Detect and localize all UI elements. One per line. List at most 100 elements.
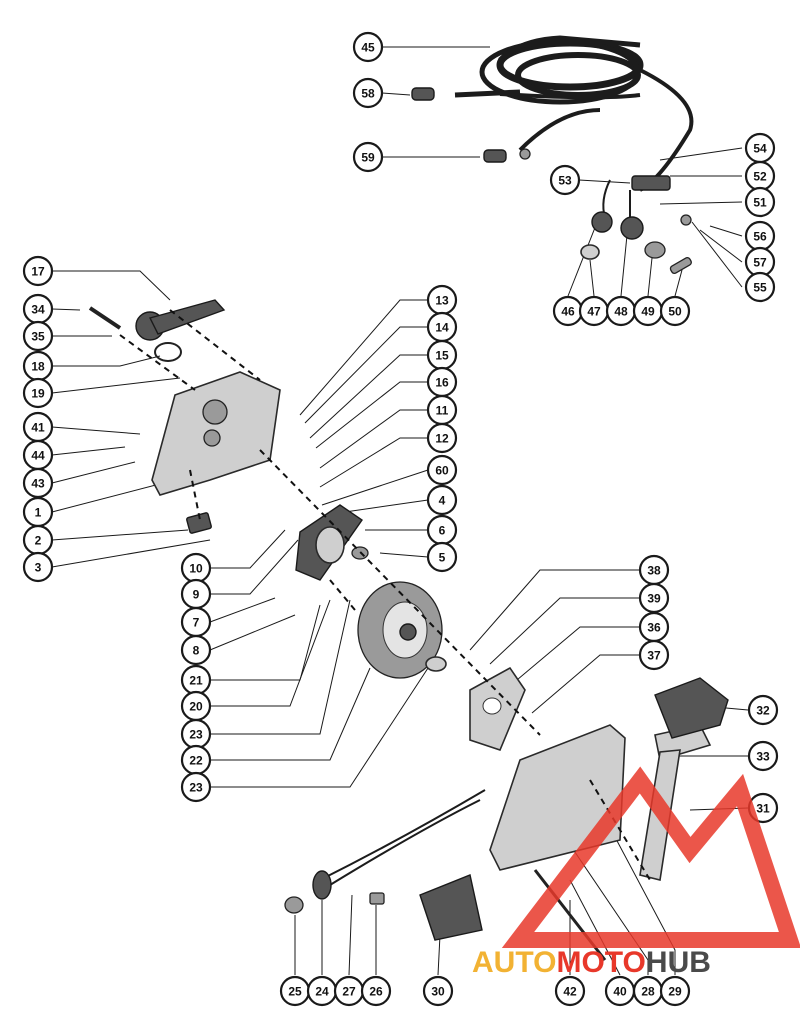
callout-47: 47	[578, 295, 610, 327]
grip-32	[654, 677, 729, 739]
callout-number: 49	[641, 305, 655, 319]
nut-49	[644, 241, 666, 259]
callout-number: 27	[342, 985, 356, 999]
callout-number: 4	[439, 494, 446, 508]
harness-cable	[454, 35, 694, 225]
alignment-dashes	[119, 309, 651, 881]
callout-number: 47	[587, 305, 601, 319]
watermark-logo: AUTOMOTOHUB	[472, 766, 800, 979]
callout-number: 42	[563, 985, 577, 999]
callout-number: 55	[753, 281, 767, 295]
callout-29: 29	[659, 975, 691, 1007]
callout-number: 1	[35, 506, 42, 520]
callout-18: 18	[22, 350, 54, 382]
callout-6: 6	[426, 514, 458, 546]
housing-1	[151, 371, 281, 496]
callout-56: 56	[744, 220, 776, 252]
callout-number: 50	[668, 305, 682, 319]
callout-circle	[352, 141, 384, 173]
callout-circle	[180, 634, 212, 666]
callout-number: 48	[614, 305, 628, 319]
callout-10: 10	[180, 552, 212, 584]
callout-number: 59	[361, 151, 375, 165]
callout-34: 34	[22, 293, 54, 325]
callout-13: 13	[426, 284, 458, 316]
callout-number: 21	[189, 674, 203, 688]
callout-circle	[747, 694, 779, 726]
callout-number: 26	[369, 985, 383, 999]
callout-37: 37	[638, 639, 670, 671]
watermark-part-auto: AUTO	[472, 946, 556, 979]
callout-circle	[659, 975, 691, 1007]
callout-46: 46	[552, 295, 584, 327]
wire-clamp-59	[483, 148, 531, 163]
callout-28: 28	[632, 975, 664, 1007]
callout-number: 57	[753, 256, 767, 270]
callout-number: 52	[753, 170, 767, 184]
callout-number: 19	[31, 387, 45, 401]
callout-number: 35	[31, 330, 45, 344]
callout-circle	[360, 975, 392, 1007]
callout-circle	[352, 77, 384, 109]
callout-number: 46	[561, 305, 575, 319]
callout-number: 17	[31, 265, 45, 279]
callout-33: 33	[747, 740, 779, 772]
callout-number: 43	[31, 477, 45, 491]
callout-17: 17	[22, 255, 54, 287]
callout-21: 21	[180, 664, 212, 696]
callout-number: 33	[756, 750, 770, 764]
callout-30: 30	[422, 975, 454, 1007]
callout-circle	[549, 164, 581, 196]
callout-36: 36	[638, 611, 670, 643]
callout-circle	[747, 740, 779, 772]
callout-circle	[744, 271, 776, 303]
callout-circle	[352, 31, 384, 63]
callout-23a: 23	[180, 718, 212, 750]
callout-54: 54	[744, 132, 776, 164]
callout-circle	[422, 975, 454, 1007]
callout-14: 14	[426, 311, 458, 343]
callout-57: 57	[744, 246, 776, 278]
callout-number: 8	[193, 644, 200, 658]
callout-circle	[659, 295, 691, 327]
watermark-part-moto: MOTO	[556, 946, 645, 979]
callout-number: 30	[431, 985, 445, 999]
callout-number: 18	[31, 360, 45, 374]
callout-circle	[22, 551, 54, 583]
callout-number: 15	[435, 349, 449, 363]
callout-number: 44	[31, 449, 45, 463]
cam-plate-4	[295, 504, 363, 581]
callout-circle	[22, 255, 54, 287]
oring-18	[154, 342, 182, 362]
leader-lines	[51, 46, 749, 976]
callout-number: 41	[31, 421, 45, 435]
callout-number: 39	[647, 592, 661, 606]
callout-circle	[638, 639, 670, 671]
callout-60: 60	[426, 454, 458, 486]
gear-22	[357, 581, 443, 679]
callout-5: 5	[426, 541, 458, 573]
callout-25: 25	[279, 975, 311, 1007]
cable-end-24	[312, 870, 332, 900]
callout-number: 51	[753, 196, 767, 210]
cable-end-25	[284, 896, 304, 914]
callout-number: 56	[753, 230, 767, 244]
callout-7: 7	[180, 606, 212, 638]
callout-23b: 23	[180, 771, 212, 803]
callout-15: 15	[426, 339, 458, 371]
nut-55	[680, 214, 692, 226]
callout-52: 52	[744, 160, 776, 192]
callout-number: 11	[436, 404, 449, 418]
callout-50: 50	[659, 295, 691, 327]
shift-cable	[319, 789, 486, 886]
callout-number: 23	[189, 781, 203, 795]
callout-number: 28	[641, 985, 655, 999]
wire-clamp-58	[411, 87, 435, 101]
callout-53: 53	[549, 164, 581, 196]
callout-number: 31	[756, 802, 770, 816]
washer-23	[425, 656, 447, 672]
callout-number: 6	[439, 524, 446, 538]
switch-48	[620, 216, 644, 240]
